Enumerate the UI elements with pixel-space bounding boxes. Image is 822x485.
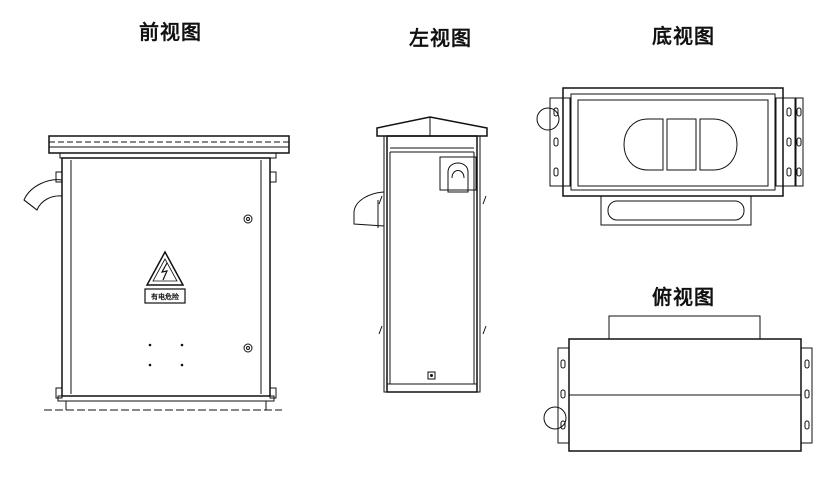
front-view: 有电危险 <box>23 135 290 411</box>
left-roof <box>376 116 488 137</box>
top-view <box>543 315 813 452</box>
bottom-tray <box>600 195 752 226</box>
top-raised-section <box>608 315 761 340</box>
front-lock-lower <box>243 343 253 353</box>
front-lock-upper <box>243 214 253 224</box>
bottom-pipe <box>536 107 560 131</box>
front-view-title: 前视图 <box>139 20 202 44</box>
left-cable-pipe <box>353 191 385 227</box>
bottom-opening-center <box>666 118 697 171</box>
left-vent-bracket <box>439 156 477 191</box>
warning-sign-label: 有电危险 <box>151 292 180 301</box>
bottom-opening-right <box>699 118 738 171</box>
bottom-frame <box>562 87 784 197</box>
left-vent-icon <box>451 170 465 179</box>
front-cable-pipe <box>23 179 63 211</box>
high-voltage-icon <box>145 250 185 286</box>
top-pipe <box>543 406 567 430</box>
front-roof <box>48 135 290 154</box>
left-view <box>353 116 488 393</box>
left-view-title: 左视图 <box>409 26 472 50</box>
warning-sign: 有电危险 <box>144 250 186 304</box>
bottom-view <box>536 87 804 226</box>
front-body <box>61 157 271 397</box>
bottom-opening-left <box>623 118 664 171</box>
top-view-title: 俯视图 <box>652 285 715 309</box>
bottom-view-title: 底视图 <box>652 24 715 48</box>
left-lock <box>427 371 436 380</box>
